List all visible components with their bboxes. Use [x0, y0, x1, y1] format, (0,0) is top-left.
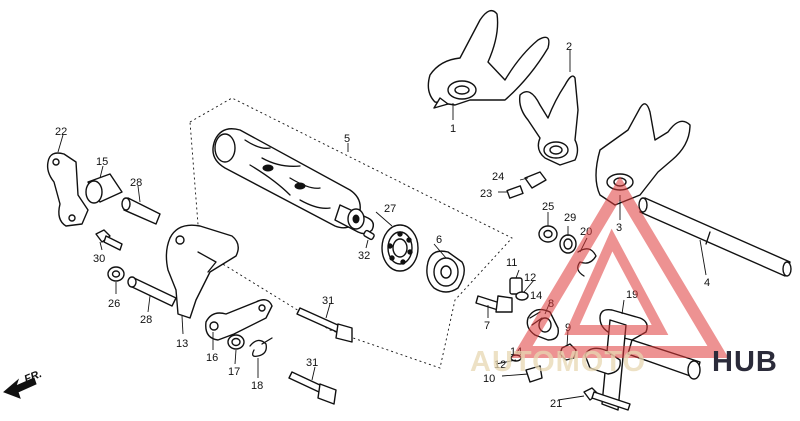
- callout-2: 2: [566, 41, 572, 53]
- shift-fork-shaft: [638, 197, 792, 277]
- shift-drum: [212, 128, 375, 235]
- callout-28-upper: 28: [130, 177, 142, 189]
- callout-15: 15: [96, 156, 108, 168]
- spindle-washer: [538, 225, 558, 243]
- dowel-pin-upper: [121, 197, 161, 225]
- callout-6: 6: [436, 234, 442, 246]
- callout-25: 25: [542, 201, 554, 213]
- callout-24: 24: [492, 171, 504, 183]
- watermark-logo: [511, 176, 729, 358]
- callout-27: 27: [384, 203, 396, 215]
- callout-12-upper: 12: [524, 272, 536, 284]
- callout-7: 7: [484, 320, 490, 332]
- watermark-brand-secondary: HUB: [712, 346, 778, 378]
- stopper-bolt-upper: [296, 307, 353, 343]
- callout-31-upper: 31: [322, 295, 334, 307]
- shift-fork-2: [518, 75, 579, 166]
- callout-12-lower: 12: [494, 359, 506, 371]
- shifter-pin: [475, 295, 513, 313]
- stopper-spring: [249, 337, 273, 358]
- callout-26: 26: [108, 298, 120, 310]
- front-direction-indicator: FR.: [3, 368, 44, 399]
- watermark-triangle-icon: [511, 176, 729, 358]
- callout-numbers: 1 2 3 4 5 6 7 8 9 10 11 12 12 13 14 14 1…: [55, 41, 710, 410]
- drum-shifter-cam: [426, 250, 465, 293]
- callout-13: 13: [176, 338, 188, 350]
- drum-assembly-boundary: [189, 97, 513, 369]
- dowel-pin-lower: [127, 276, 177, 307]
- stopper-bolt-lower: [288, 371, 337, 405]
- shift-fork-3: [595, 103, 691, 206]
- plate-bolt: [95, 229, 123, 251]
- plate-washer: [107, 266, 125, 282]
- watermark-brand-primary: AUTOMOTO: [470, 346, 646, 378]
- guide-plate-bolt: [506, 171, 547, 199]
- drum-stopper-plate: [165, 224, 239, 319]
- guide-collar: [85, 173, 123, 204]
- callout-16: 16: [206, 352, 218, 364]
- callout-1: 1: [450, 123, 456, 135]
- shift-fork-1: [427, 9, 550, 109]
- watermark-triangle-inner-icon: [564, 228, 669, 335]
- callout-3: 3: [616, 222, 622, 234]
- drum-stopper-washer: [515, 291, 529, 301]
- stopper-roller: [227, 334, 245, 350]
- callout-22: 22: [55, 126, 67, 138]
- guide-plate: [46, 152, 89, 227]
- return-spring: [559, 234, 577, 254]
- callout-5: 5: [344, 133, 350, 145]
- callout-30: 30: [93, 253, 105, 265]
- callout-18: 18: [251, 380, 263, 392]
- callout-31-lower: 31: [306, 357, 318, 369]
- callout-10: 10: [483, 373, 495, 385]
- front-label: FR.: [23, 368, 44, 386]
- callout-23: 23: [480, 188, 492, 200]
- callout-4: 4: [704, 277, 710, 289]
- spindle-bolt: [583, 387, 631, 411]
- front-arrow-icon: [3, 377, 37, 399]
- callout-14-upper: 14: [530, 290, 542, 302]
- stopper-collar-lower: [525, 365, 543, 383]
- stopper-arm: [205, 299, 273, 341]
- callout-11: 11: [506, 257, 517, 269]
- callout-29: 29: [564, 212, 576, 224]
- callout-28-lower: 28: [140, 314, 152, 326]
- callout-17: 17: [228, 366, 240, 378]
- drum-pin: [363, 229, 375, 241]
- callout-21: 21: [550, 398, 562, 410]
- drum-bearing: [381, 224, 419, 272]
- callout-32: 32: [358, 250, 370, 262]
